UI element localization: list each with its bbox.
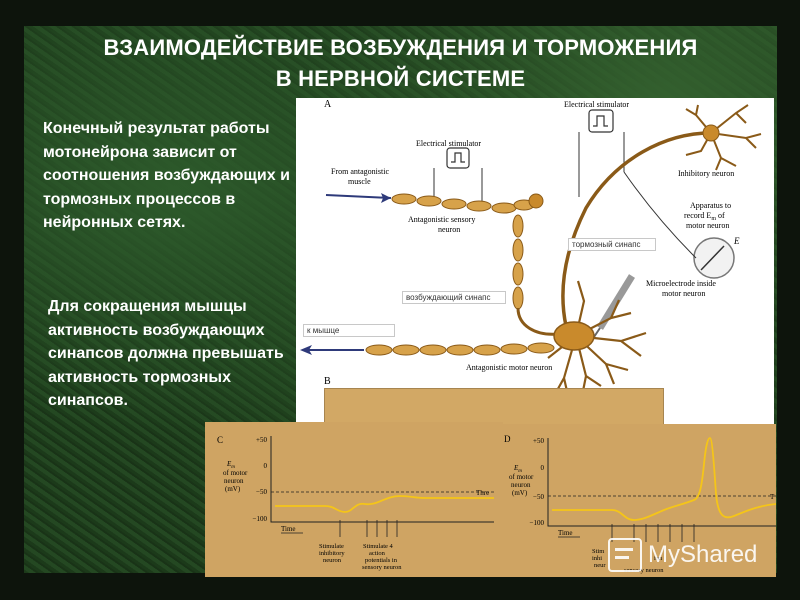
graph-c-ylabel-3: neuron — [224, 477, 244, 485]
graph-d-letter: D — [504, 434, 511, 444]
svg-text:Stimulate: Stimulate — [319, 543, 344, 550]
graph-c-axes — [271, 436, 503, 522]
watermark: MyShared — [608, 538, 757, 572]
graph-c-ticks: +50 0 −50 −100 — [253, 436, 268, 523]
motor-axon — [366, 343, 554, 355]
panel-b-letter: B — [324, 376, 331, 387]
graph-d-ticks: +50 0 −50 −100 — [530, 437, 545, 527]
from-antagonistic-label-1: From antagonistic — [331, 167, 389, 176]
graph-d-ylabel-3: neuron — [511, 481, 531, 489]
inhibitory-cell-body — [703, 125, 719, 141]
watermark-text: MyShared — [648, 541, 757, 569]
apparatus-label-1: Apparatus to — [690, 201, 731, 210]
graph-d-tick-m50: −50 — [533, 493, 544, 501]
excitatory-synapse-label: возбуждающий синапс — [402, 291, 506, 304]
graph-c-time-label: Time — [281, 525, 296, 533]
graph-c-threshold-label: Thre — [476, 489, 489, 497]
title-line-2: В НЕРВНОЙ СИСТЕМЕ — [24, 63, 777, 94]
slide-title: ВЗАИМОДЕЙСТВИЕ ВОЗБУЖДЕНИЯ И ТОРМОЖЕНИЯ … — [24, 32, 777, 94]
graph-c-ylabel: Em of motor neuron (mV) — [223, 460, 248, 493]
graph-c-ylabel-2: of motor — [223, 469, 248, 477]
graph-c-tick-zero: 0 — [264, 462, 268, 470]
graph-c: C Em of motor neuron (mV) +50 0 −50 −100… — [205, 422, 503, 577]
graph-c-trace — [275, 496, 503, 512]
svg-text:sensory neuron: sensory neuron — [362, 564, 402, 571]
inhibitory-neuron — [686, 105, 761, 170]
svg-text:Stimulate 4: Stimulate 4 — [363, 543, 394, 550]
graph-d-ylabel-4: (mV) — [512, 489, 528, 497]
graph-d-annotation-1: Stim inhi neur — [592, 548, 606, 569]
apparatus-label-3: motor neuron — [686, 221, 729, 230]
graph-c-letter: C — [217, 435, 223, 445]
graph-c-tick-m50: −50 — [256, 488, 267, 496]
graph-d-ylabel-2: of motor — [509, 473, 534, 481]
microelectrode-label-2: motor neuron — [662, 289, 705, 298]
right-pulse-icon — [593, 116, 608, 126]
graph-c-tick-top: +50 — [256, 436, 267, 444]
graph-d-ylabel: Em of motor neuron (mV) — [509, 464, 534, 497]
figure-panel-a: A Electrical stimulator Electrical stimu… — [296, 98, 774, 424]
inhibitory-synapse-label: тормозный синапс — [568, 238, 656, 251]
voltmeter-e-label: E — [733, 236, 740, 246]
paragraph-2: Для сокращения мышцы активность возбужда… — [48, 295, 298, 413]
graph-d-tick-m100: −100 — [530, 519, 545, 527]
motor-neuron-label: Antagonistic motor neuron — [466, 363, 552, 372]
from-antagonistic-label-2: muscle — [348, 177, 371, 186]
graph-d-tick-top: +50 — [533, 437, 544, 445]
right-stimulator-box — [589, 110, 613, 132]
graph-d-trace — [552, 438, 776, 520]
neuron-diagram: A Electrical stimulator Electrical stimu… — [296, 98, 774, 424]
watermark-logo-icon — [608, 538, 642, 572]
graph-c-tick-m100: −100 — [253, 515, 268, 523]
inhibitory-neuron-label: Inhibitory neuron — [678, 169, 734, 178]
left-stimulator-box — [447, 148, 469, 168]
incoming-arrow — [326, 195, 391, 198]
graph-c-annotation-1: Stimulate inhibitory neuron — [319, 543, 345, 564]
left-stimulator-label: Electrical stimulator — [416, 139, 481, 148]
sensory-terminal — [518, 308, 558, 334]
svg-text:neuron: neuron — [323, 557, 342, 564]
svg-text:action: action — [369, 550, 386, 557]
voltmeter-dial — [694, 238, 734, 278]
graph-c-stim-arrows — [340, 520, 397, 537]
paragraph-1: Конечный результат работы мотонейрона за… — [43, 117, 293, 235]
panel-a-letter: A — [324, 99, 332, 110]
sensory-neuron-label-2: neuron — [438, 225, 460, 234]
left-pulse-icon — [451, 153, 465, 162]
sensory-cell-body — [529, 194, 543, 208]
left-stimulator-wires — [434, 168, 482, 204]
svg-text:neur: neur — [594, 562, 606, 569]
svg-text:Stim: Stim — [592, 548, 604, 555]
svg-text:potentials in: potentials in — [365, 557, 398, 564]
microelectrode-label-1: Microelectrode inside — [646, 279, 716, 288]
graph-c-annotation-2: Stimulate 4 action potentials in sensory… — [362, 543, 402, 571]
title-line-1: ВЗАИМОДЕЙСТВИЕ ВОЗБУЖДЕНИЯ И ТОРМОЖЕНИЯ — [24, 32, 777, 63]
to-muscle-label: к мышце — [303, 324, 395, 337]
graph-d-tick-zero: 0 — [541, 464, 545, 472]
graph-d-time-label: Time — [558, 529, 573, 537]
graph-c-ylabel-4: (mV) — [225, 485, 241, 493]
graph-d-threshold-label: T — [770, 493, 775, 501]
figure-panel-c: C Em of motor neuron (mV) +50 0 −50 −100… — [205, 422, 503, 577]
svg-text:inhi: inhi — [592, 555, 602, 562]
right-stimulator-label: Electrical stimulator — [564, 100, 629, 109]
svg-text:inhibitory: inhibitory — [319, 550, 345, 557]
motor-cell-body — [554, 322, 594, 350]
sensory-neuron-label-1: Antagonistic sensory — [408, 215, 475, 224]
